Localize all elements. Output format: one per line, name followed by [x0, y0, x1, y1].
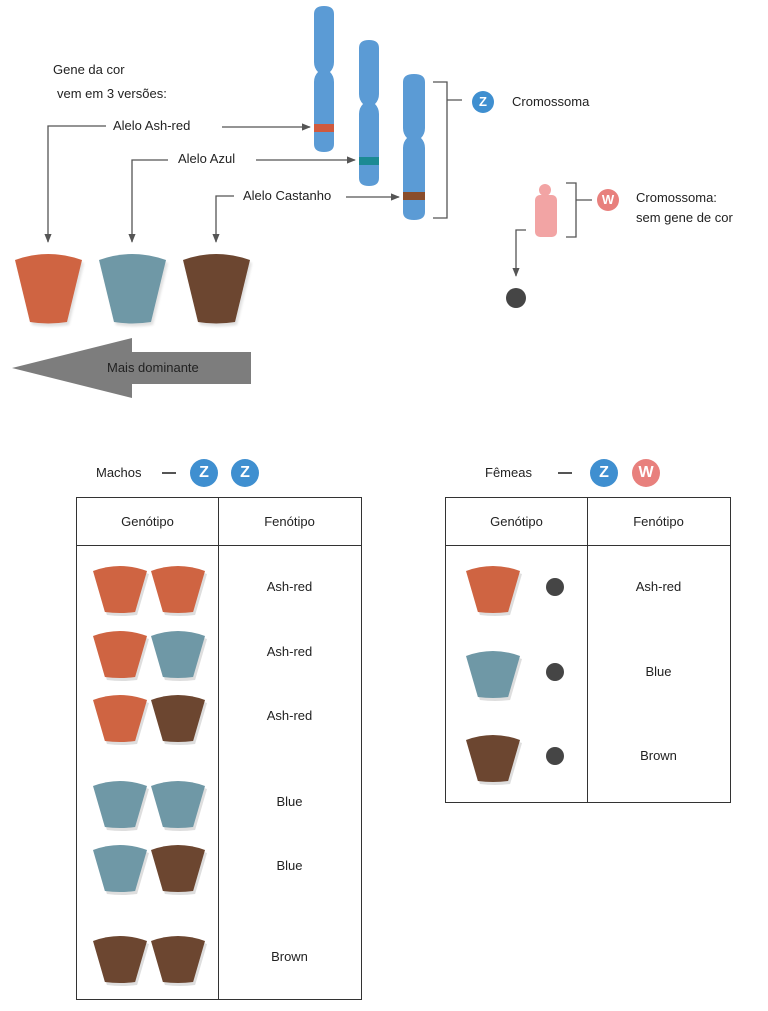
males-phenotype: Ash-red [266, 579, 313, 594]
w-bracket [566, 182, 592, 238]
w-chromosome-label-1: Cromossoma: [636, 190, 717, 205]
males-header-phenotype: Fenótipo [264, 514, 315, 529]
no-color-dot [506, 288, 526, 308]
allele-segment-ash-red [93, 691, 151, 752]
females-header-genotype: Genótipo [490, 514, 543, 529]
allele-segment-brown [151, 691, 209, 752]
allele-segment-blue [466, 647, 524, 708]
females-label: Fêmeas [485, 465, 532, 480]
males-header-genotype: Genótipo [121, 514, 174, 529]
males-phenotype: Blue [276, 794, 303, 809]
males-dash [162, 472, 176, 474]
chromosome-blue [359, 40, 379, 186]
z-badge: Z [472, 91, 494, 113]
allele-segment-ash-red [93, 562, 151, 623]
w-badge: W [597, 189, 619, 211]
males-label: Machos [96, 465, 142, 480]
allele-segment-blue [93, 841, 151, 902]
females-header-phenotype: Fenótipo [633, 514, 684, 529]
males-phenotype: Ash-red [266, 644, 313, 659]
female-badge-z: Z [590, 459, 618, 487]
allele-segment-ash-red [93, 627, 151, 688]
z-bracket [433, 81, 462, 219]
allele-segment-brown [93, 932, 151, 993]
band-ashred [314, 124, 334, 132]
allele-segment-blue [151, 777, 209, 838]
males-phenotype: Brown [271, 949, 308, 964]
females-phenotype: Blue [645, 664, 672, 679]
dominance-label: Mais dominante [107, 360, 199, 375]
allele-segment-blue [151, 627, 209, 688]
chromosome-w [535, 184, 557, 237]
female-badge-w: W [632, 459, 660, 487]
allele-segment-ash-red [151, 562, 209, 623]
segment-blue-large [99, 254, 168, 327]
chromosome-ashred [314, 6, 334, 152]
male-badge-1: Z [190, 459, 218, 487]
allele-segment-ash-red [466, 562, 524, 623]
chromosome-brown [403, 74, 425, 220]
segment-brown-large [183, 254, 252, 327]
band-blue [359, 157, 379, 165]
z-chromosome-label: Cromossoma [512, 94, 590, 109]
gene-title-line2: vem em 3 versões: [57, 86, 167, 101]
no-color-dot [546, 747, 564, 765]
females-phenotype: Ash-red [635, 579, 682, 594]
male-badge-2: Z [231, 459, 259, 487]
allele-segment-brown [151, 841, 209, 902]
segment-ashred-large [15, 254, 84, 327]
w-chromosome-label-2: sem gene de cor [636, 210, 733, 225]
allele-segment-brown [151, 932, 209, 993]
gene-title-line1: Gene da cor [53, 62, 125, 77]
allele-diagram [12, 6, 592, 398]
allele-brown-label: Alelo Castanho [243, 188, 332, 203]
allele-blue-label: Alelo Azul [178, 151, 236, 166]
dominance-arrow [12, 338, 251, 398]
no-color-dot [546, 663, 564, 681]
band-brown [403, 192, 425, 200]
females-dash [558, 472, 572, 474]
allele-segment-brown [466, 731, 524, 792]
males-phenotype: Blue [276, 858, 303, 873]
allele-ashred-label: Alelo Ash-red [113, 118, 191, 133]
males-phenotype: Ash-red [266, 708, 313, 723]
no-color-dot [546, 578, 564, 596]
allele-segment-blue [93, 777, 151, 838]
females-phenotype: Brown [640, 748, 677, 763]
